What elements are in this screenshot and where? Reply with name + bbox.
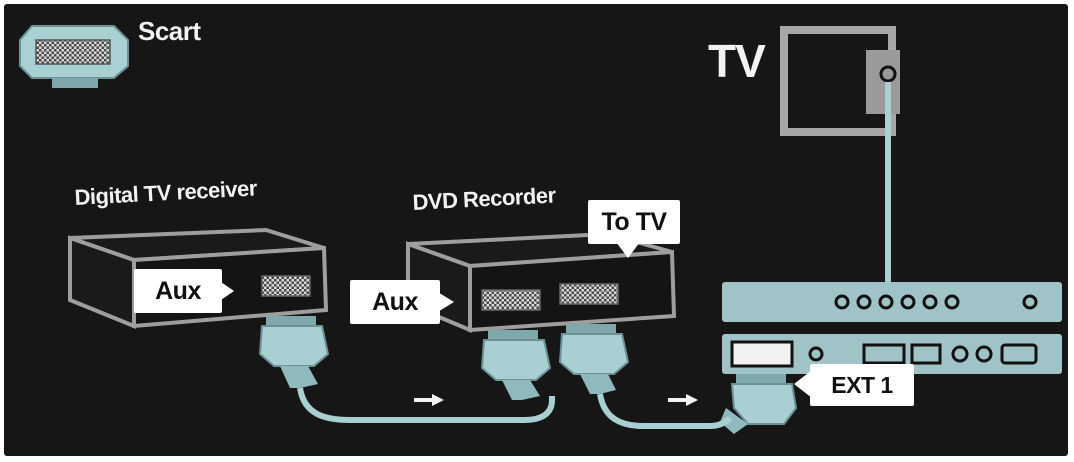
ext1-tag: EXT 1 xyxy=(810,364,914,406)
scart-plug-recorder-aux xyxy=(480,330,552,400)
connection-diagram: Scart TV Digital TV receiver DVD Recorde… xyxy=(4,4,1068,456)
tv-back-panel-upper xyxy=(722,282,1062,322)
tv-back-panel-lower xyxy=(722,334,1062,374)
scart-plug-tv-ext1 xyxy=(720,374,798,434)
aux-receiver-pointer xyxy=(218,280,234,302)
cable-receiver-to-recorder xyxy=(297,387,555,423)
arrow-right-icon xyxy=(414,394,444,406)
arrow-right-icon xyxy=(668,394,698,406)
aux-receiver-tag: Aux xyxy=(134,269,222,313)
tv-icon xyxy=(780,26,900,136)
tv-label: TV xyxy=(708,35,766,87)
to-tv-tag: To TV xyxy=(588,200,680,244)
aux-recorder-pointer xyxy=(436,291,454,313)
cable-recorder-to-tv xyxy=(597,393,733,429)
aux-recorder-tag: Aux xyxy=(350,280,440,324)
scart-plug-recorder-totv xyxy=(558,324,630,394)
ext1-pointer xyxy=(794,370,812,398)
to-tv-pointer xyxy=(616,242,640,258)
scart-plug-receiver xyxy=(258,316,330,388)
scart-label: Scart xyxy=(138,16,201,46)
scart-connector-icon xyxy=(19,25,129,88)
